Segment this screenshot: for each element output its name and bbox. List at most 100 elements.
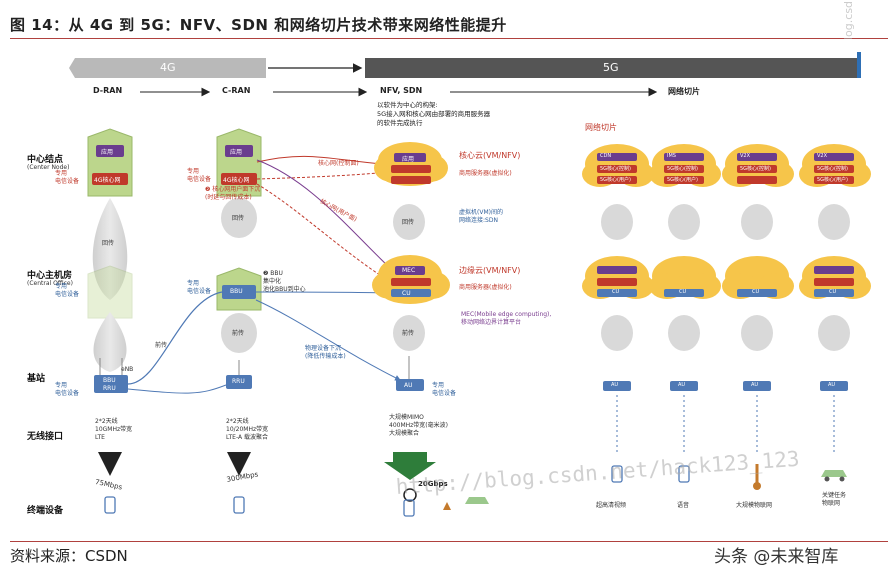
slice-boxes bbox=[597, 153, 854, 297]
enb-label: eNB bbox=[121, 366, 134, 373]
title-divider bbox=[10, 38, 888, 39]
row-co-sub: (Central Office) bbox=[27, 280, 73, 287]
slice-2-core: 5G核心(控制) bbox=[667, 166, 698, 172]
edge-cloud-label: 边缘云(VM/NFV) bbox=[459, 266, 521, 275]
era-dran: D-RAN bbox=[93, 86, 123, 95]
slice-4-ue: 关键任务 物联网 bbox=[822, 492, 847, 507]
slice-3-top: V2X bbox=[740, 153, 751, 159]
row-bs-label: 基站 bbox=[27, 374, 46, 384]
cran-fronthaul-label: 前传 bbox=[232, 330, 245, 337]
cran-air-text: 2*2天线 10/20MHz带宽 LTE-A 载波聚合 bbox=[226, 418, 269, 441]
slice-2-cu: CU bbox=[679, 289, 687, 295]
core-cloud-label: 核心云(VM/NFV) bbox=[459, 151, 521, 160]
slice-3-core: 5G核心(控制) bbox=[740, 166, 771, 172]
cran-rru-label: RRU bbox=[232, 378, 245, 385]
cran-special-label: 专用 电信设备 bbox=[187, 168, 212, 183]
footer-divider bbox=[10, 541, 888, 542]
slice-4-core: 5G核心(控制) bbox=[817, 166, 848, 172]
era-slice: 网络切片 bbox=[668, 87, 700, 96]
brand-label: 头条 @未来智库 bbox=[714, 547, 839, 567]
nfv-note: 以软件为中心的构架: 5G接入网和核心网由部署的商用服务器 的软件完成执行 bbox=[377, 101, 491, 127]
dran-rru-label: RRU bbox=[103, 385, 116, 392]
core-sink-link bbox=[256, 183, 393, 284]
ue-extra-icons bbox=[443, 464, 847, 510]
source-note: 资料来源：CSDN bbox=[10, 547, 128, 565]
nfv-cu-label: CU bbox=[402, 290, 411, 297]
slice-2-au: AU bbox=[678, 382, 686, 388]
slice-2-ue: 语音 bbox=[677, 502, 690, 509]
slice-4-edge: 5G核心(用户) bbox=[817, 177, 848, 183]
nfv-speed-arrow bbox=[384, 452, 436, 480]
mec-link bbox=[256, 159, 393, 271]
core-control-link bbox=[256, 155, 393, 168]
cran-column bbox=[216, 128, 262, 389]
timeline-4g-label: 4G bbox=[160, 61, 176, 74]
slice-links bbox=[601, 204, 850, 351]
slice-1-ue: 超高清视频 bbox=[596, 502, 627, 509]
cran-backhaul-label: 回传 bbox=[232, 215, 245, 222]
slice-4-au: AU bbox=[828, 382, 836, 388]
figure-title: 图 14：从 4G 到 5G：NFV、SDN 和网络切片技术带来网络性能提升 bbox=[10, 16, 507, 34]
fronthaul-link bbox=[127, 291, 223, 385]
slice-3-au: AU bbox=[751, 382, 759, 388]
slice-title: 网络切片 bbox=[585, 123, 617, 132]
slice-1-top: CDN bbox=[600, 153, 612, 159]
row-center-sub: (Center Node) bbox=[27, 164, 70, 171]
nfv-air-text: 大规模MIMO 400MHz带宽(毫米波) 大规模聚合 bbox=[389, 414, 448, 437]
slice-4-top: V2X bbox=[817, 153, 828, 159]
timeline-4g-bar bbox=[69, 58, 266, 78]
core-server-note: 商用服务器(虚拟化) bbox=[459, 170, 512, 177]
slice-au bbox=[603, 381, 848, 391]
physical-sink-note: 物理设备下沉 (降低传输成本) bbox=[305, 345, 346, 360]
mec-note: MEC(Mobile edge computing), 移动网络边界计算平台 bbox=[461, 311, 552, 326]
co-special-label: 专用 电信设备 bbox=[55, 283, 80, 298]
phone-icons bbox=[104, 465, 690, 517]
era-cran: C-RAN bbox=[222, 86, 251, 95]
slice-1-cu: CU bbox=[612, 289, 620, 295]
dran-core-label: 4G核心网 bbox=[94, 177, 121, 184]
slice-3-ue: 大规模物联网 bbox=[736, 502, 773, 509]
dran-air-text: 2*2天线 10GMHz带宽 LTE bbox=[95, 418, 133, 441]
row-co-label: 中心主机房 bbox=[27, 271, 73, 281]
nfv-backhaul-label: 回传 bbox=[402, 219, 415, 226]
slice-dashes bbox=[616, 395, 835, 455]
nfv-au-label: AU bbox=[404, 382, 413, 389]
slice-3-cu: CU bbox=[752, 289, 760, 295]
core-control-label: 核心网(控制面) bbox=[318, 160, 359, 167]
slice-2-top: IMS bbox=[667, 153, 676, 159]
nfv-mec-label: MEC bbox=[402, 267, 416, 274]
watermark-side: log.csdn.net/hc_0 bbox=[842, 0, 855, 40]
timeline-5g-bar bbox=[365, 58, 857, 78]
slice-2-edge: 5G核心(用户) bbox=[667, 177, 698, 183]
dran-fronthaul-label: 前传 bbox=[155, 342, 168, 349]
nfv-app-label: 应用 bbox=[402, 156, 415, 163]
vm-note: 虚拟机(VM)间的 网络连接:SDN bbox=[459, 209, 503, 224]
fronthaul-link-2 bbox=[127, 384, 227, 394]
slice-1-core: 5G核心(控制) bbox=[600, 166, 631, 172]
edge-server-note: 商用服务器(虚拟化) bbox=[459, 284, 512, 291]
cran-co-special-label: 专用 电信设备 bbox=[187, 280, 212, 295]
timeline-accent bbox=[857, 52, 861, 78]
nfv-column bbox=[372, 142, 450, 502]
timeline-5g-label: 5G bbox=[603, 61, 619, 74]
au-link bbox=[255, 299, 401, 381]
dran-app-label: 应用 bbox=[101, 149, 114, 156]
dran-backhaul-label: 回传 bbox=[102, 240, 115, 247]
dran-special-label: 专用 电信设备 bbox=[55, 170, 80, 185]
core-sink-note: ❷ 核心网用户面下沉 (时延与回传成本) bbox=[205, 186, 261, 201]
cran-app-label: 应用 bbox=[230, 149, 243, 156]
cran-core-label: 4G核心网 bbox=[223, 177, 250, 184]
bbu-pool-note: ❷ BBU 集中化 池化BBU到中心 bbox=[263, 270, 306, 293]
row-air-label: 无线接口 bbox=[27, 432, 64, 442]
nfv-speed: 20Gbps bbox=[418, 480, 448, 488]
nfv-bs-special-label: 专用 电信设备 bbox=[432, 382, 457, 397]
bs-special-label: 专用 电信设备 bbox=[55, 382, 80, 397]
dran-column bbox=[87, 128, 133, 393]
row-ue-label: 终端设备 bbox=[27, 506, 64, 516]
core-user-link bbox=[256, 169, 393, 180]
cran-bbu-label: BBU bbox=[230, 288, 243, 295]
slice-1-au: AU bbox=[611, 382, 619, 388]
slice-4-cu: CU bbox=[829, 289, 837, 295]
slice-1-edge: 5G核心(用户) bbox=[600, 177, 631, 183]
